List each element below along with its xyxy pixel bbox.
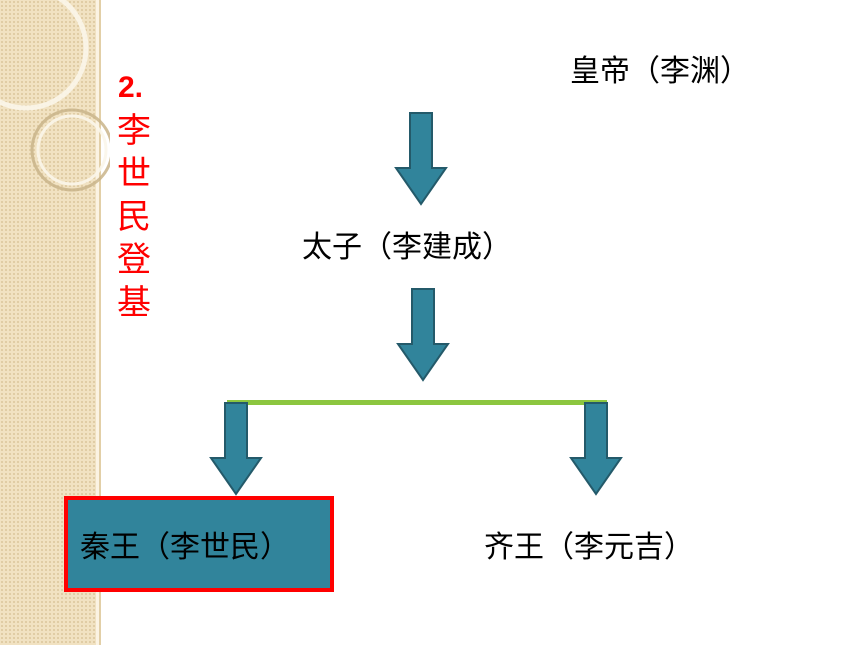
band-edge-light (96, 0, 99, 645)
section-number: 2. (118, 71, 144, 104)
band-edge-dark (99, 0, 101, 645)
down-arrow-icon (569, 402, 623, 496)
branch-connector-bar (227, 400, 607, 405)
down-arrow-icon (394, 112, 448, 206)
highlight-box-qin (64, 496, 334, 592)
node-emperor: 皇帝（李渊） (570, 54, 750, 89)
section-title: 李世民登基 (117, 111, 151, 323)
down-arrow-icon (209, 402, 263, 496)
decorative-rings (0, 0, 110, 192)
node-qin-wang: 秦王（李世民） (80, 530, 290, 565)
node-qi-wang: 齐王（李元吉） (484, 530, 694, 565)
down-arrow-icon (396, 288, 450, 382)
node-crown-prince: 太子（李建成） (302, 230, 512, 265)
